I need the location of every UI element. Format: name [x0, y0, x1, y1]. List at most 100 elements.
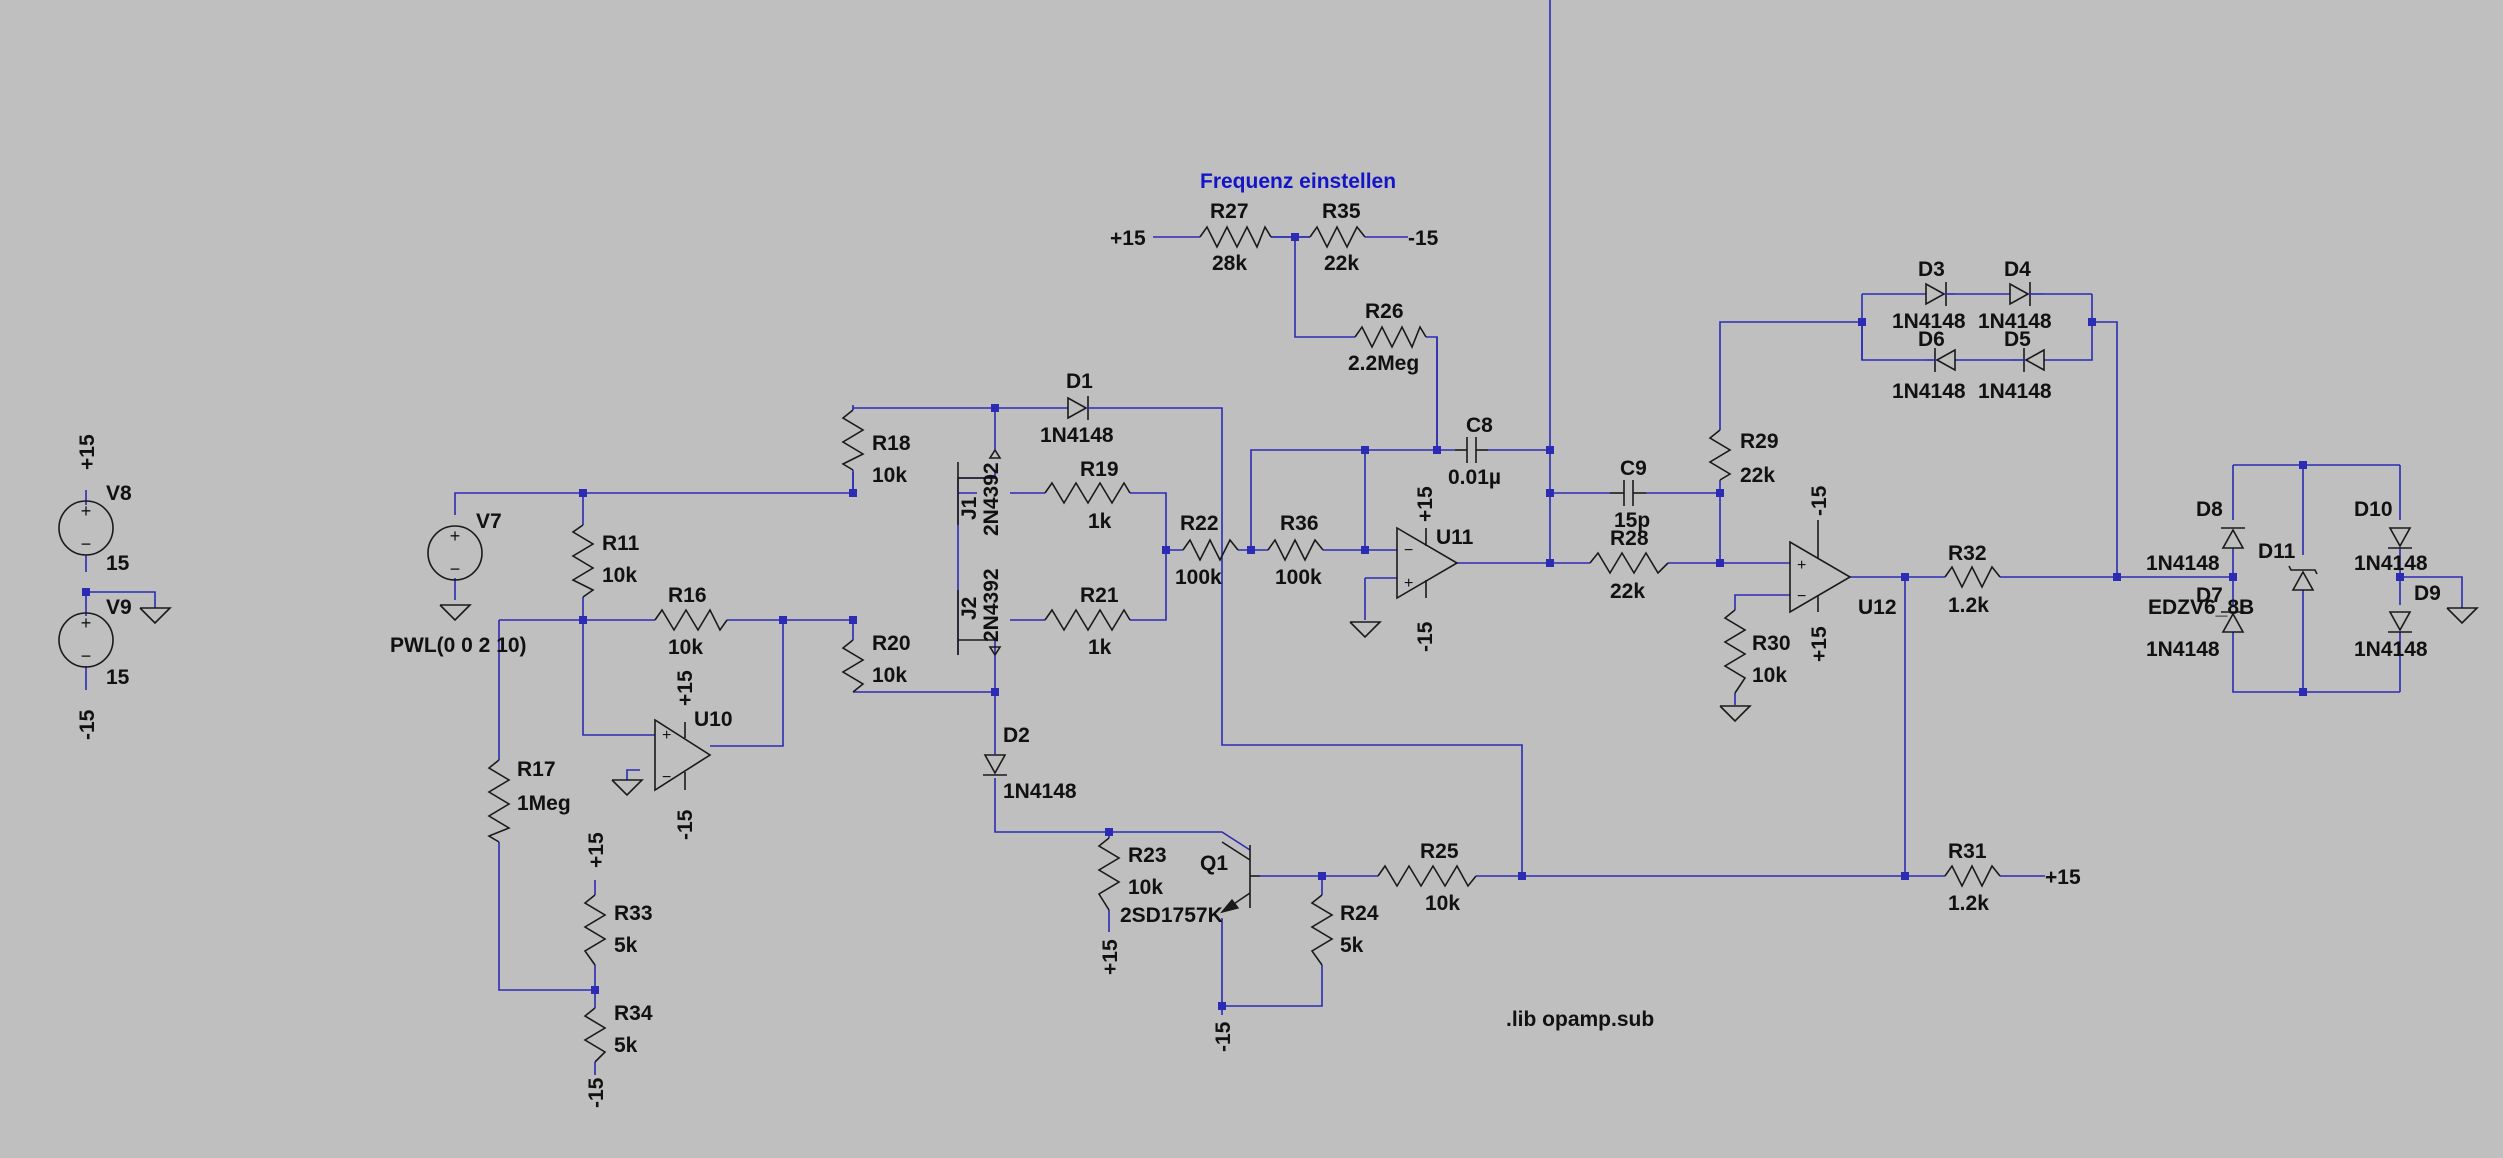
- r26-value: 2.2Meg: [1348, 352, 1419, 375]
- r19-label: R19: [1080, 458, 1119, 481]
- schematic-title: Frequenz einstellen: [1200, 170, 1396, 193]
- r20-value: 10k: [872, 664, 907, 687]
- net-label-pos: +15: [1110, 227, 1146, 250]
- r20-label: R20: [872, 632, 911, 655]
- r19-value: 1k: [1088, 510, 1112, 533]
- q1-label: Q1: [1200, 852, 1228, 875]
- spice-directive: .lib opamp.sub: [1506, 1008, 1654, 1031]
- c9-label: C9: [1620, 457, 1647, 480]
- r23-value: 10k: [1128, 876, 1163, 899]
- u10-label: U10: [694, 708, 733, 731]
- svg-text:+: +: [1404, 575, 1413, 592]
- d6-value: 1N4148: [1892, 380, 1966, 403]
- svg-text:−: −: [1404, 542, 1413, 559]
- c9-value: 15p: [1614, 509, 1650, 532]
- r21-label: R21: [1080, 584, 1119, 607]
- svg-text:+: +: [662, 727, 671, 744]
- r31-label: R31: [1948, 840, 1987, 863]
- r35-value: 22k: [1324, 252, 1359, 275]
- junction-dots: [82, 233, 2404, 1010]
- r11-label: R11: [602, 532, 640, 555]
- d9-value: 1N4148: [2354, 638, 2428, 661]
- d2-label: D2: [1003, 724, 1030, 747]
- r27-label: R27: [1210, 200, 1249, 223]
- jfet-symbols[interactable]: [957, 449, 1002, 656]
- r36-label: R36: [1280, 512, 1319, 535]
- d11-value: EDZV6_8B: [2148, 596, 2254, 619]
- v7-source-symbol[interactable]: + −: [427, 525, 483, 581]
- svg-text:−: −: [1797, 588, 1806, 605]
- capacitor-symbols[interactable]: [1455, 437, 1646, 506]
- d3-label: D3: [1918, 258, 1945, 281]
- r18-value: 10k: [872, 464, 907, 487]
- r28-value: 22k: [1610, 580, 1645, 603]
- r36-value: 100k: [1275, 566, 1322, 589]
- v9-value: 15: [106, 666, 130, 689]
- svg-text:+: +: [81, 501, 92, 521]
- v8-label: V8: [106, 482, 132, 505]
- r26-label: R26: [1365, 300, 1404, 323]
- r32-label: R32: [1948, 542, 1987, 565]
- r30-value: 10k: [1752, 664, 1787, 687]
- d11-label: D11: [2258, 540, 2296, 563]
- r27-value: 28k: [1212, 252, 1247, 275]
- r23-label: R23: [1128, 844, 1167, 867]
- d4-label: D4: [2004, 258, 2031, 281]
- net-label-neg: -15: [674, 809, 697, 840]
- r24-value: 5k: [1340, 934, 1364, 957]
- d10-value: 1N4148: [2354, 552, 2428, 575]
- svg-text:+: +: [450, 526, 461, 546]
- r11-value: 10k: [602, 564, 637, 587]
- svg-text:+: +: [1797, 557, 1806, 574]
- j1-label: J1: [958, 496, 981, 520]
- r16-label: R16: [668, 584, 707, 607]
- j2-value: 2N4392: [980, 568, 1003, 642]
- npn-transistor-symbol[interactable]: [1220, 841, 1260, 914]
- c8-value: 0.01µ: [1448, 466, 1501, 489]
- r33-label: R33: [614, 902, 653, 925]
- opamp-u10-symbol[interactable]: + −: [654, 718, 712, 792]
- d5-value: 1N4148: [1978, 380, 2052, 403]
- component-labels: Frequenz einstellen .lib opamp.sub +15 -…: [76, 170, 2441, 1108]
- net-label-neg: -15: [1808, 485, 1831, 516]
- net-label-neg: -15: [1414, 621, 1437, 652]
- d1-label: D1: [1066, 370, 1093, 393]
- v8-source-symbol[interactable]: + −: [58, 500, 114, 556]
- opamp-u11-symbol[interactable]: − +: [1396, 526, 1459, 600]
- d7-label: D7: [2196, 584, 2223, 607]
- v9-source-symbol[interactable]: + −: [58, 612, 114, 668]
- u11-label: U11: [1436, 526, 1474, 549]
- d9-label: D9: [2414, 582, 2441, 605]
- svg-text:−: −: [450, 559, 461, 579]
- r17-label: R17: [517, 758, 556, 781]
- net-label-pos: +15: [1414, 486, 1437, 522]
- d8-value: 1N4148: [2146, 552, 2220, 575]
- r30-label: R30: [1752, 632, 1791, 655]
- r18-label: R18: [872, 432, 911, 455]
- net-label-neg: -15: [1408, 227, 1439, 250]
- d4-value: 1N4148: [1978, 310, 2052, 333]
- r21-value: 1k: [1088, 636, 1112, 659]
- r34-label: R34: [614, 1002, 653, 1025]
- j2-label: J2: [958, 597, 981, 620]
- r29-label: R29: [1740, 430, 1779, 453]
- diode-symbols[interactable]: [983, 282, 2412, 776]
- r24-label: R24: [1340, 902, 1379, 925]
- r28-label: R28: [1610, 527, 1649, 550]
- resistor-symbols[interactable]: [487, 225, 2001, 1063]
- r33-value: 5k: [614, 934, 638, 957]
- v8-value: 15: [106, 552, 130, 575]
- r22-value: 100k: [1175, 566, 1222, 589]
- d2-value: 1N4148: [1003, 780, 1077, 803]
- opamp-u12-symbol[interactable]: + −: [1789, 520, 1852, 614]
- svg-text:−: −: [81, 646, 92, 666]
- net-label-pos: +15: [76, 434, 99, 470]
- r35-label: R35: [1322, 200, 1361, 223]
- wires: [85, 0, 2463, 1075]
- r34-value: 5k: [614, 1034, 638, 1057]
- net-label-neg: -15: [1212, 1021, 1235, 1052]
- r25-label: R25: [1420, 840, 1459, 863]
- r29-value: 22k: [1740, 464, 1775, 487]
- r16-value: 10k: [668, 636, 703, 659]
